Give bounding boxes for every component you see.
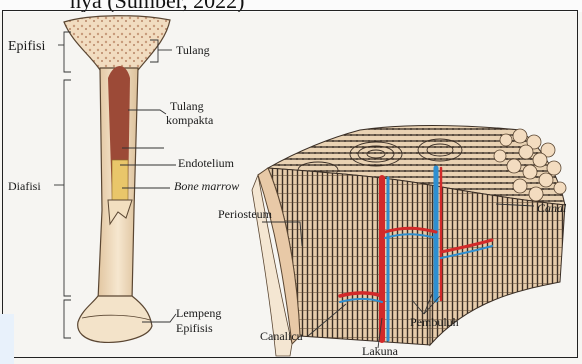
label-tulang-kompakta-1: Tulang [170,100,204,113]
cropped-corner-artifact [0,314,14,364]
label-lempeng-1: Lempeng [176,307,221,320]
label-diafisi: Diafisi [8,180,41,193]
label-periosteum: Periosteum [218,208,272,221]
compact-bone-block [252,126,566,357]
long-bone [64,16,170,343]
label-bone-marrow: Bone marrow [174,180,239,193]
label-epifisi: Epifisi [8,40,45,53]
label-endotelium: Endotelium [178,157,234,170]
label-pembuluh: Pembuluh [410,316,459,329]
label-lempeng-2: Epifisis [176,322,213,335]
label-canal: Canal [537,202,566,215]
label-lakuna: Lakuna [362,345,398,358]
label-tulang-kompakta-2: kompakta [166,114,213,127]
label-canalicu: Canalicu [260,330,303,343]
label-tulang: Tulang [176,44,210,57]
